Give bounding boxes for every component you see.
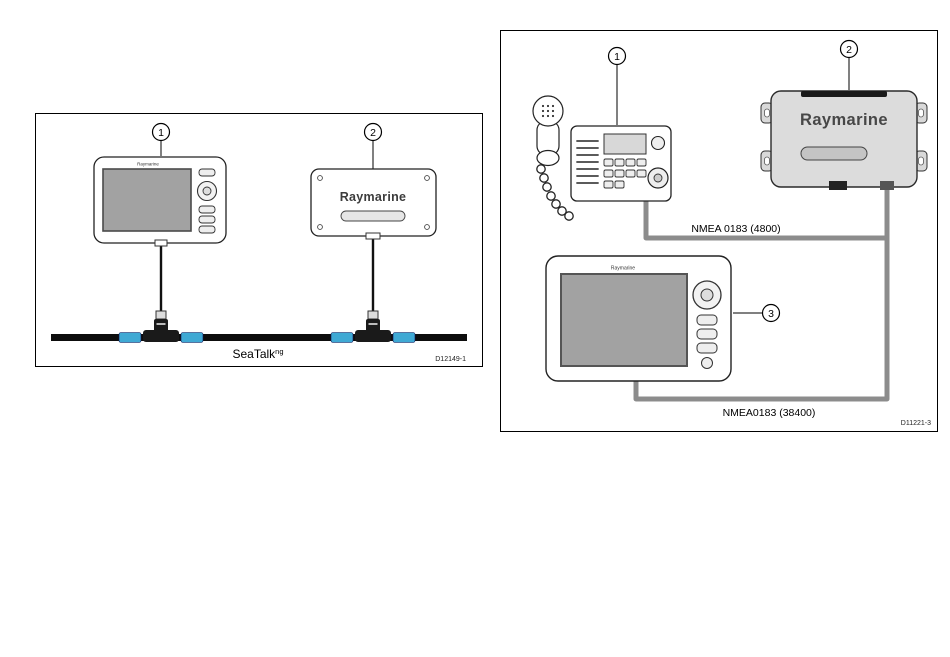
nmea-cable-4800 [643,197,887,241]
callout-1: 1 [151,122,171,156]
radio-channel-knob [650,135,666,151]
nmea-cable-38400-label: NMEA0183 (38400) [723,407,816,419]
screw-icon [424,224,430,230]
nmea-cable-38400 [633,184,890,402]
doc-ref-left: D12149-1 [435,356,466,363]
screw-icon [317,175,323,181]
nmea0183-diagram-svg: 1 2 [532,39,931,427]
mfd-button [198,215,216,224]
bus-label-superscript: ng [275,347,283,356]
callout-1-number: 1 [614,51,620,63]
backbone-cable [51,334,467,341]
mfd-brand-label: Raymarine [611,266,635,272]
screw-icon [424,175,430,181]
blackbox-bottom-connector [365,232,381,240]
callout-2: 2 [839,39,859,90]
blackbox-top-ridge [801,91,887,97]
callout-1-number: 1 [158,127,164,139]
t-connector [143,319,179,342]
mfd-button [198,205,216,214]
mfd-button [198,168,216,177]
doc-ref-right: D11221-3 [901,420,931,427]
seatalkng-backbone [51,319,467,343]
radio-unit [570,125,672,202]
mfd-bottom-connector [154,239,168,247]
blue-coupling [392,332,416,343]
radio-display [603,133,647,155]
blackbox-slot [340,210,406,222]
blackbox-device: Raymarine [310,168,437,240]
speaker-grille-icon [576,140,599,184]
blue-coupling [330,332,354,343]
handset-icon [532,95,564,167]
blue-coupling [118,332,142,343]
mfd-device: Raymarine [93,156,227,247]
callout-2-number: 2 [846,44,852,56]
blackbox-bottom-connector [829,181,847,190]
mfd-screen [102,168,192,232]
handset-coil-cord [536,164,574,221]
mfd-screen [560,273,688,367]
t-connector [355,319,391,342]
callout-2: 2 [363,122,383,169]
seatalkng-diagram-svg: 1 2 [51,122,467,363]
blackbox-device: Raymarine [760,90,928,190]
blackbox-brand-label: Raymarine [800,111,888,129]
nmea-cables [633,184,890,402]
callout-1: 1 [607,46,627,125]
seatalkng-bus-label: SeaTalkng [232,347,283,361]
blackbox-brand-label: Raymarine [340,190,407,204]
screw-icon [317,224,323,230]
callout-3-number: 3 [768,308,774,320]
mfd-button [198,225,216,234]
mfd-power-button [701,357,713,369]
mfd-buttons [696,314,718,354]
radio-buttons [603,158,647,189]
mfd-drop-cable [155,244,167,320]
mfd-device: Raymarine [545,255,732,382]
bus-label-main: SeaTalk [232,347,276,361]
callout-2-number: 2 [370,127,376,139]
nmea0183-diagram: 1 2 [500,30,938,432]
blue-coupling [180,332,204,343]
mfd-brand-label: Raymarine [137,162,159,167]
seatalkng-diagram: 1 2 [35,113,483,367]
callout-3: 3 [733,303,781,323]
vhf-radio [532,95,672,221]
blackbox-cable-connector [880,181,894,190]
blackbox-drop-cable [367,238,379,320]
blackbox-slot [800,146,868,161]
nmea-cable-4800-label: NMEA 0183 (4800) [691,223,780,235]
